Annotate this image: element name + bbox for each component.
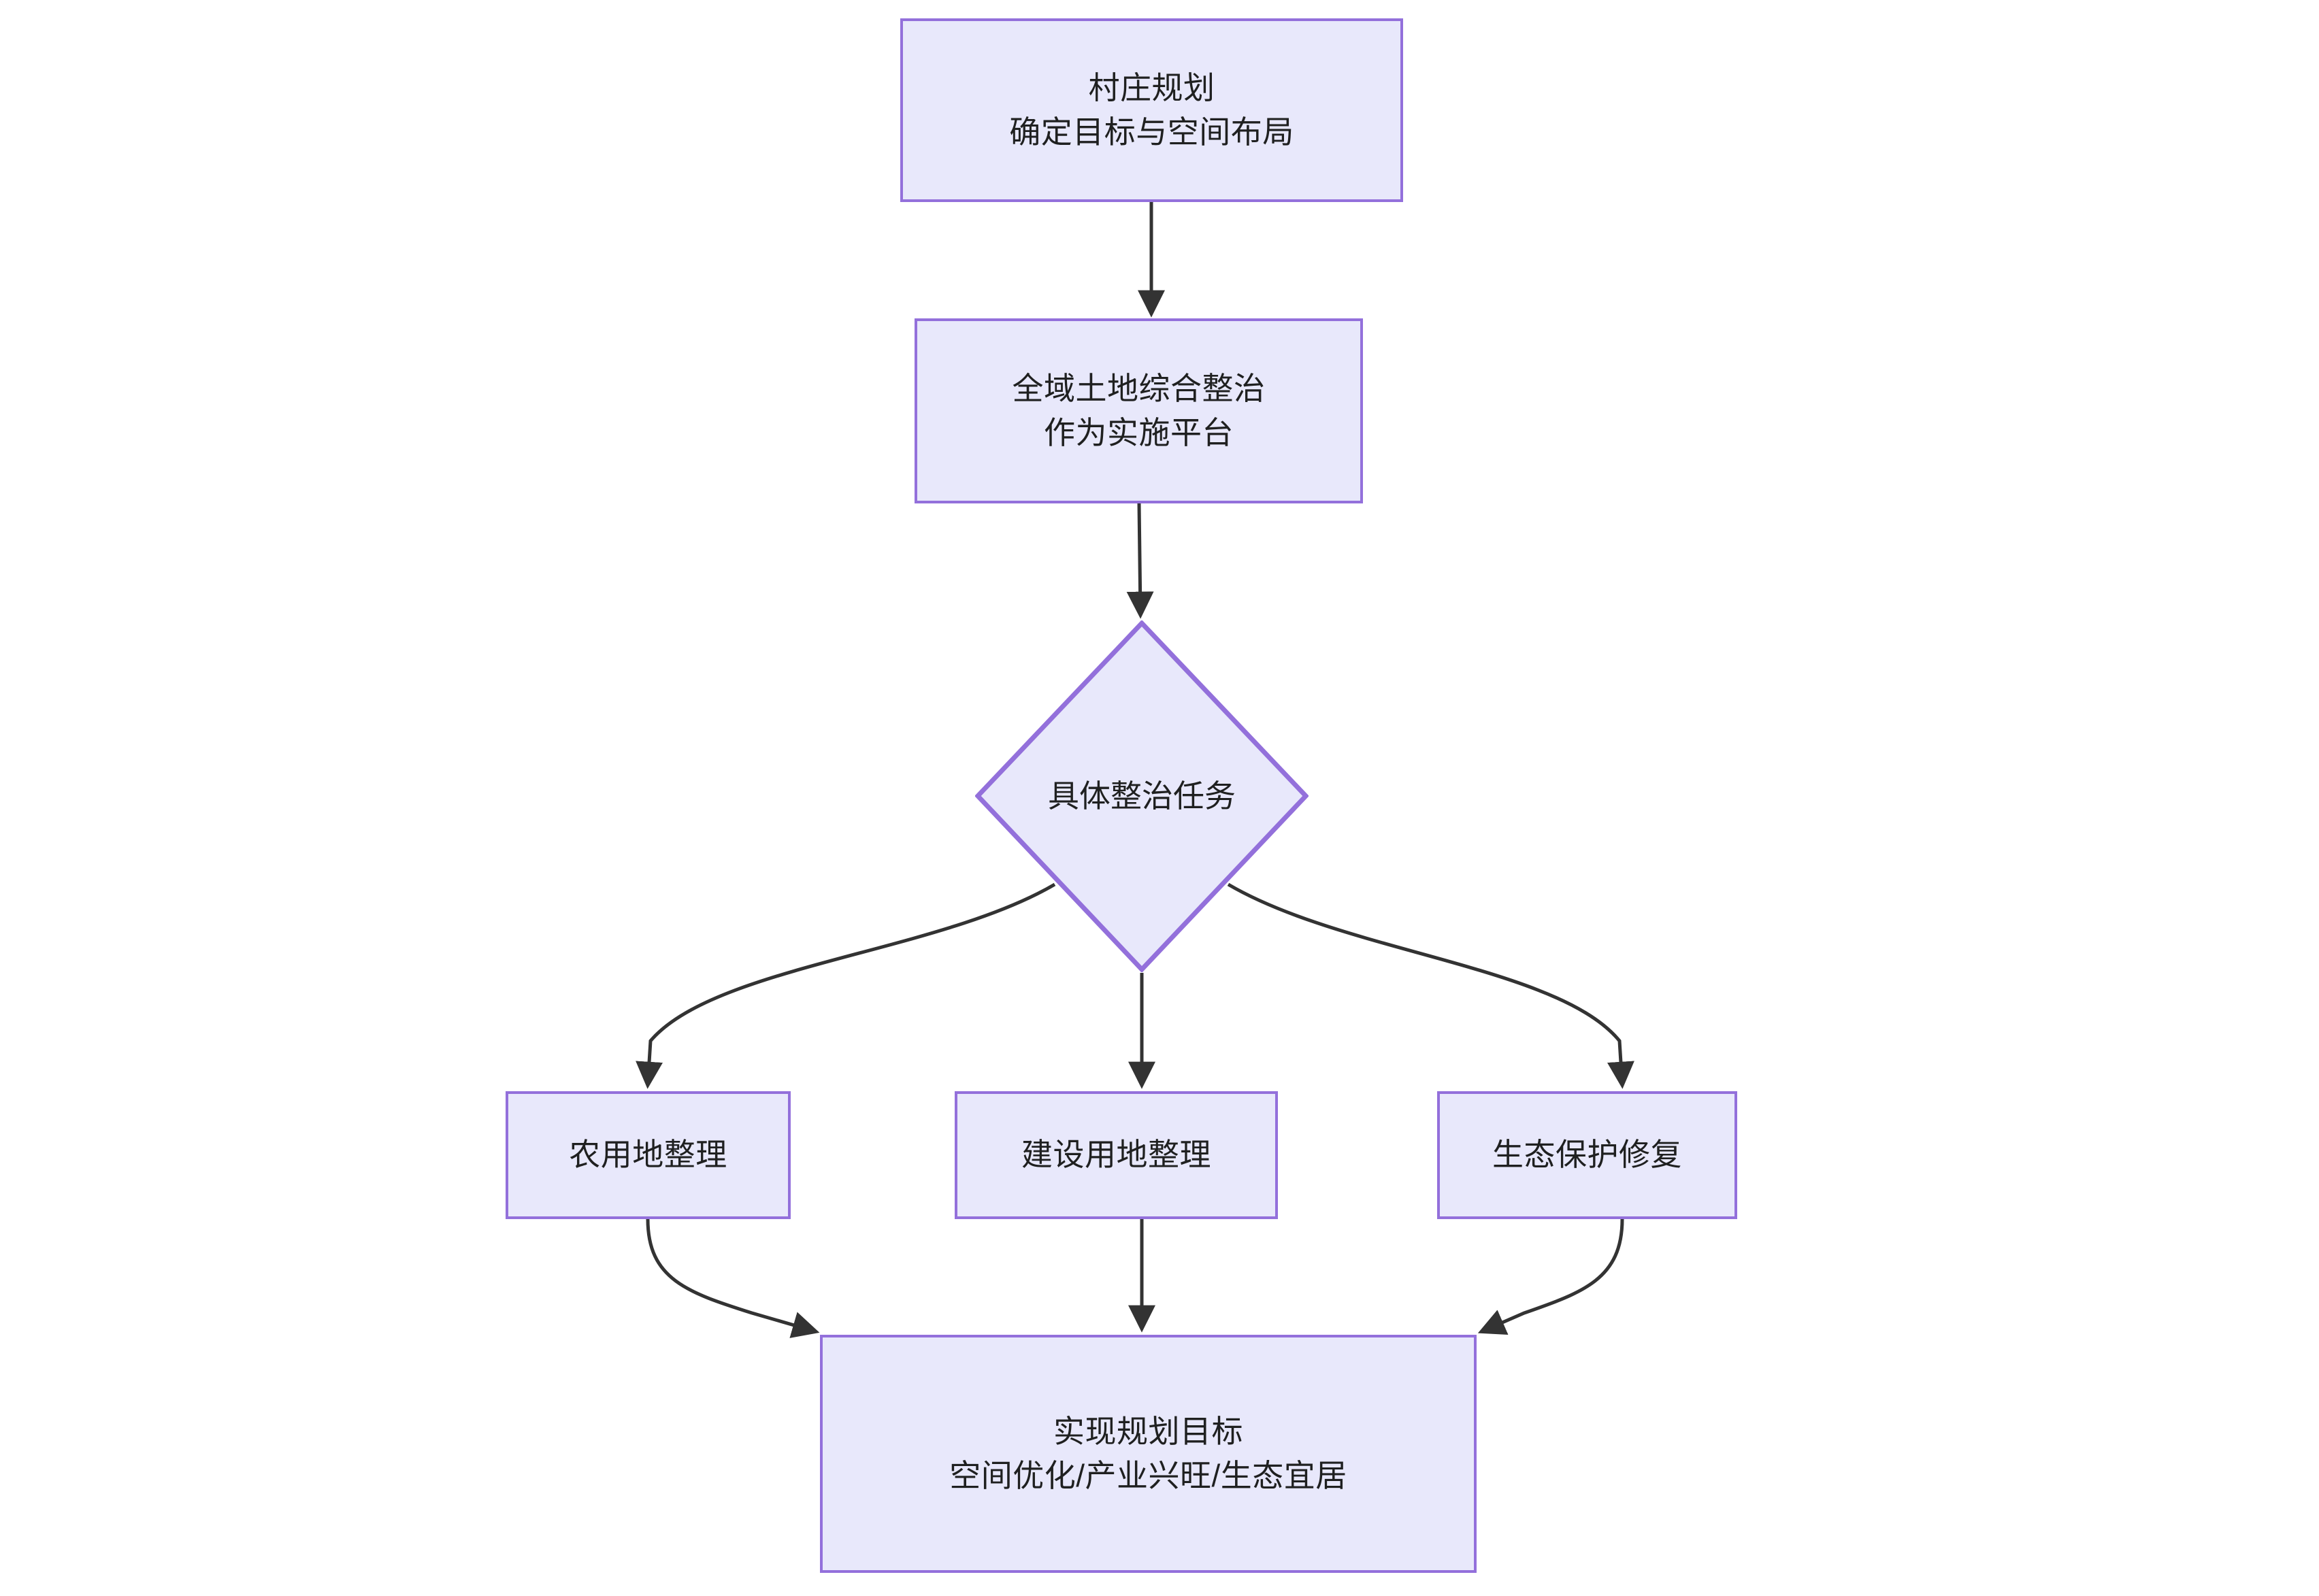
node-label: 实现规划目标 空间优化/产业兴旺/生态宜居 xyxy=(949,1413,1347,1493)
node-label: 具体整治任务 xyxy=(1048,778,1236,814)
diamond-shape xyxy=(975,620,1309,972)
node-ecological-restoration[interactable]: 生态保护修复 xyxy=(1437,1091,1737,1219)
edge-n2-nd xyxy=(1126,503,1154,619)
edge-nd-nc xyxy=(1227,882,1634,1089)
node-planning-goals-achieved[interactable]: 实现规划目标 空间优化/产业兴旺/生态宜居 xyxy=(820,1335,1477,1573)
node-land-consolidation-platform[interactable]: 全域土地综合整治 作为实施平台 xyxy=(915,318,1363,503)
node-label: 农用地整理 xyxy=(569,1137,727,1173)
node-farmland-consolidation[interactable]: 农用地整理 xyxy=(506,1091,791,1219)
node-construction-land-consolidation[interactable]: 建设用地整理 xyxy=(955,1091,1278,1219)
node-label: 村庄规划 确定目标与空间布局 xyxy=(1009,69,1294,150)
node-label: 全域土地综合整治 作为实施平台 xyxy=(1012,370,1266,450)
node-label: 生态保护修复 xyxy=(1492,1137,1682,1173)
node-village-planning[interactable]: 村庄规划 确定目标与空间布局 xyxy=(900,18,1403,202)
node-label: 建设用地整理 xyxy=(1021,1137,1211,1173)
edge-nc-nf xyxy=(1477,1218,1624,1335)
node-decision-tasks[interactable]: 具体整治任务 xyxy=(975,620,1309,972)
edge-nd-na xyxy=(636,882,1056,1089)
edge-na-nf xyxy=(646,1218,820,1338)
